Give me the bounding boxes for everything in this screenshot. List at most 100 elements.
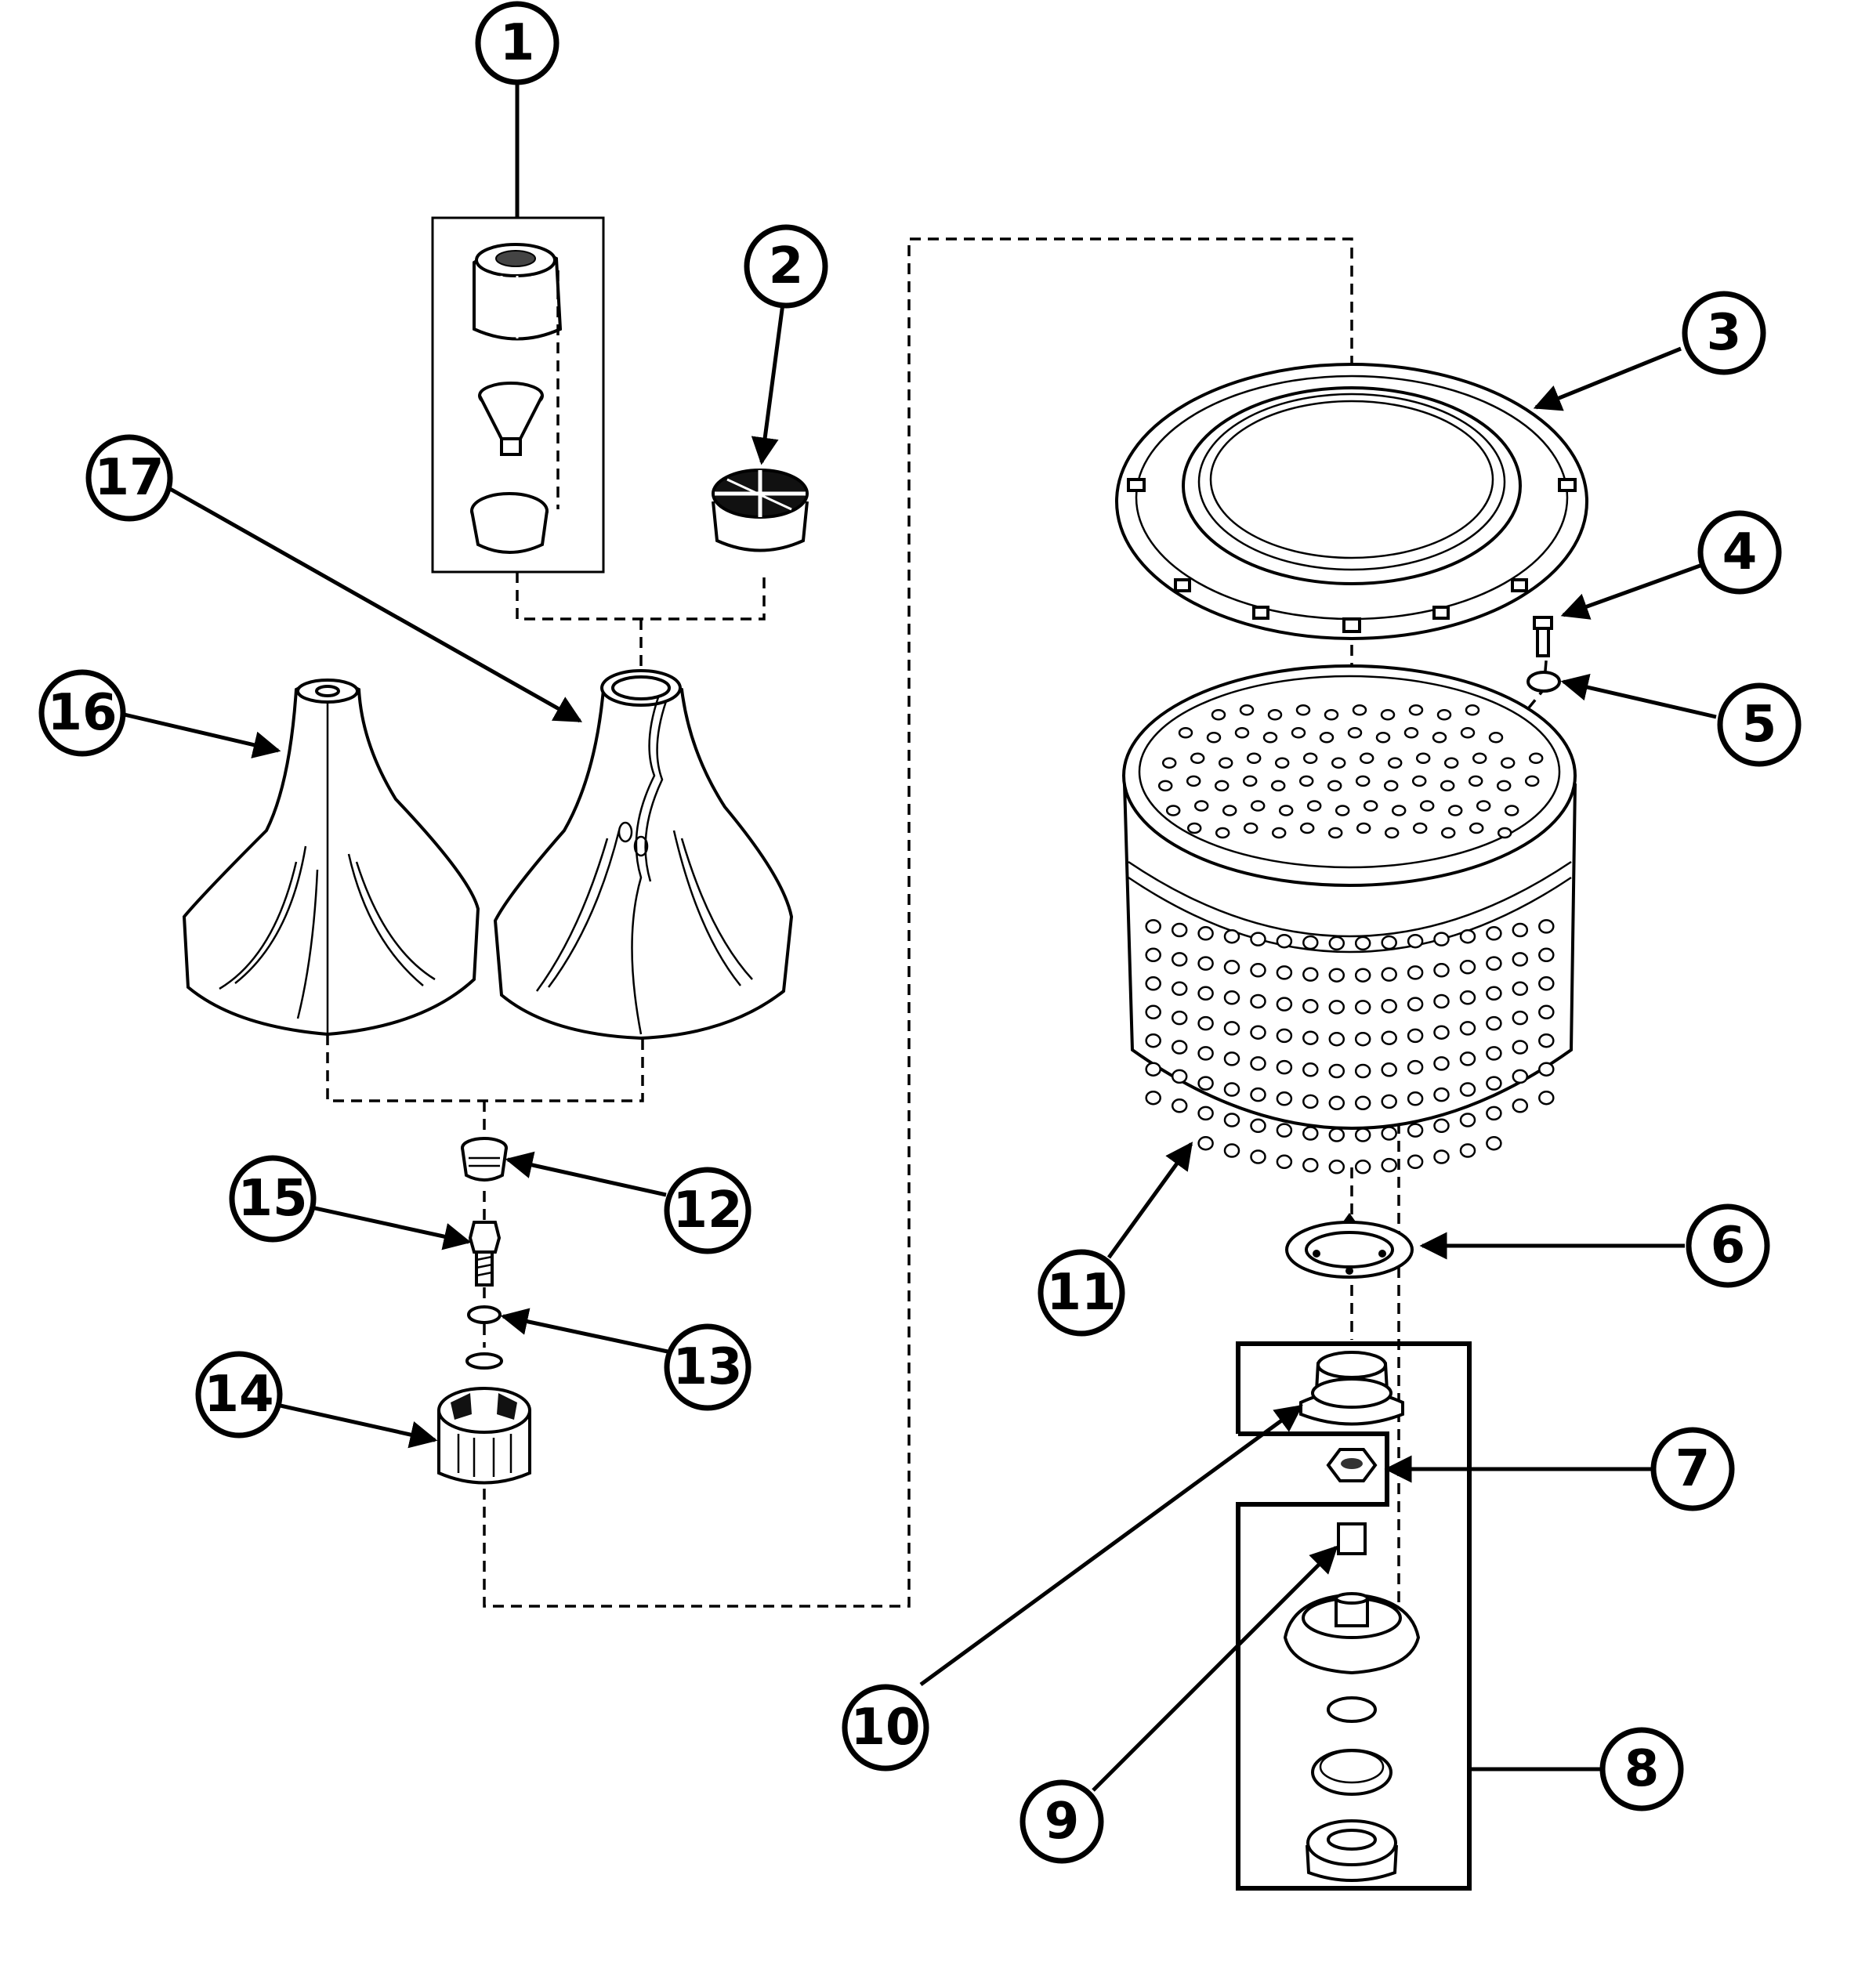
basket-hole [1538,976,1555,991]
basket-hole [1193,800,1209,812]
basket-hole [1538,1062,1555,1077]
callout-label: 15 [237,1170,307,1228]
callout-label: 8 [1624,1740,1660,1798]
basket-hole [1407,965,1424,980]
basket-hole [1250,993,1266,1009]
basket-hole [1145,1062,1161,1077]
basket-hole [1486,1106,1502,1121]
basket-hole [1486,1076,1502,1091]
basket-hole [1222,805,1237,816]
basket-hole [1381,1126,1397,1141]
part-1-dispenser-assembly [431,216,605,574]
basket-hole [1243,822,1259,834]
basket-hole [1328,936,1345,951]
basket-hole [1469,822,1484,834]
basket-hole [1206,731,1222,744]
basket-hole [1407,1059,1424,1075]
basket-hole [1500,757,1516,769]
basket-hole [1512,1069,1529,1084]
leader-lines [117,71,1717,1792]
basket-hole [1407,933,1424,949]
basket-hole [1538,1004,1555,1020]
basket-hole [1246,752,1262,764]
basket-hole [1302,1062,1319,1077]
basket-hole [1440,827,1456,839]
basket-hole [1472,752,1487,764]
basket-hole [1223,960,1240,975]
basket-hole [1165,805,1181,816]
basket-hole [1302,1157,1319,1173]
basket-hole [1407,1154,1424,1170]
basket-hole [1197,1015,1214,1031]
basket-hole [1223,928,1240,944]
callout-16: 16 [38,669,126,757]
basket-hole [1161,757,1177,769]
basket-hole [1197,1076,1214,1091]
basket-hole [1433,963,1450,978]
basket-hole [1276,965,1293,980]
basket-hole [1512,1010,1529,1026]
basket-hole [1355,775,1371,787]
basket-hole [1496,780,1512,792]
basket-hole [1215,827,1230,839]
callout-11: 11 [1038,1249,1125,1337]
basket-hole [1459,960,1476,975]
part-2-cap [712,469,809,552]
callout-label: 16 [47,684,117,742]
basket-hole [1356,822,1371,834]
basket-hole [1250,932,1266,946]
basket-hole [1384,827,1400,839]
basket-hole [1354,1031,1371,1047]
basket-hole [1381,1157,1397,1173]
basket-hole [1171,1010,1188,1026]
callout-2: 2 [744,224,828,309]
basket-hole [1197,986,1214,1001]
basket-hole [1302,998,1319,1014]
basket-hole [1328,1127,1345,1142]
part-8-seal-small [1327,1696,1377,1723]
basket-hole [1512,981,1529,997]
basket-hole [1497,827,1512,839]
basket-hole [1186,775,1201,787]
basket-hole [1468,775,1483,787]
basket-hole [1407,1123,1424,1138]
basket-hole [1223,1082,1240,1097]
basket-hole [1440,780,1455,792]
part-9-spline [1337,1522,1367,1555]
basket-hole [1223,1021,1240,1036]
basket-hole [1408,704,1424,716]
basket-hole [1276,1154,1293,1170]
basket-hole [1223,1051,1240,1066]
part-10-bearing [1299,1351,1404,1426]
basket-hole [1486,956,1502,971]
basket-hole [1218,757,1233,769]
basket-hole [1354,936,1371,951]
basket-hole [1186,822,1202,834]
basket-hole [1178,726,1193,739]
basket-hole [1528,752,1544,764]
basket-hole [1171,1069,1188,1084]
basket-hole [1524,775,1540,787]
basket-hole [1270,780,1286,792]
basket-hole [1433,1087,1450,1102]
basket-hole [1145,947,1161,963]
basket-hole [1276,1059,1293,1075]
basket-hole [1250,1118,1266,1134]
callout-6: 6 [1686,1203,1770,1288]
basket-hole [1276,1091,1293,1106]
part-8-seal-ring [1311,1749,1393,1796]
basket-hole [1171,952,1188,967]
basket-hole [1302,752,1318,764]
basket-hole [1328,968,1345,983]
basket-hole [1383,780,1399,792]
basket-hole [1486,926,1502,941]
callout-7: 7 [1650,1427,1735,1511]
callout-4: 4 [1697,510,1782,595]
basket-hole [1302,1094,1319,1109]
basket-hole [1234,726,1250,739]
basket-hole [1447,805,1463,816]
part-7-nut [1326,1448,1378,1482]
part-8-bearing-housing [1306,1819,1398,1882]
callout-label: 12 [672,1182,742,1240]
basket-hole [1299,822,1315,834]
